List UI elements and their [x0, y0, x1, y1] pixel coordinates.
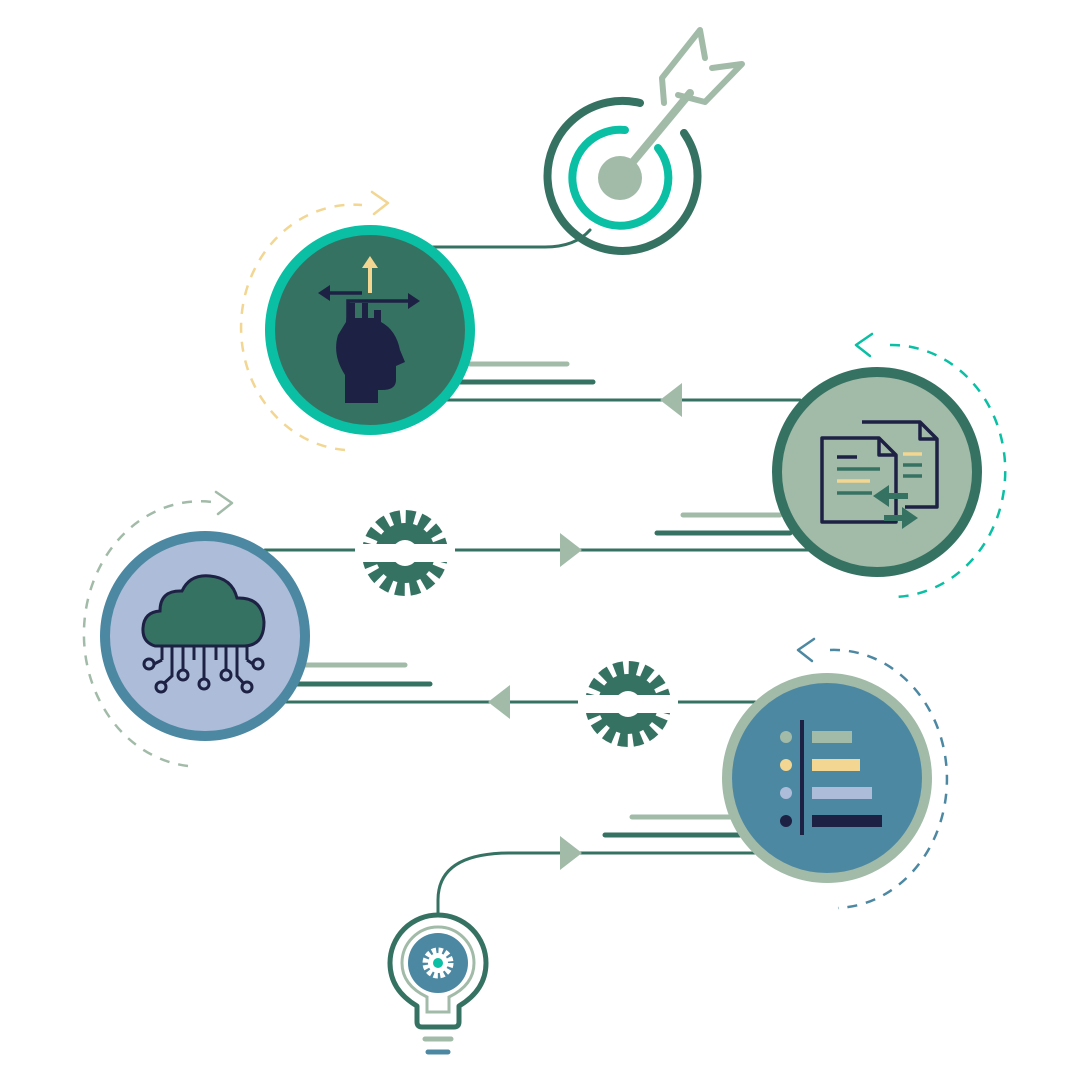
documents-exchange-icon	[820, 420, 939, 524]
milestone-decision	[265, 225, 475, 435]
arrow-up-icon	[362, 256, 378, 293]
arrow-left-icon	[660, 383, 682, 417]
milestone-documents	[772, 367, 982, 577]
decision-head-icon	[318, 285, 420, 403]
lightbulb-gear-icon	[387, 912, 489, 1055]
orbit-chevrons	[214, 190, 874, 663]
arrowheads	[488, 383, 682, 870]
arrow-right-icon	[560, 533, 582, 567]
exchange-arrows-icon	[873, 485, 918, 529]
arrow-left-icon	[488, 685, 510, 719]
milestone-cloud	[100, 531, 310, 741]
gear-icon	[422, 947, 454, 979]
arrow-right-icon	[560, 836, 582, 870]
milestone-bars	[722, 673, 932, 883]
dashed-orbits	[82, 203, 1007, 910]
cloud-network-icon	[141, 574, 266, 694]
bar-list-icon	[780, 720, 882, 835]
gear-icon	[355, 510, 455, 596]
target-arrow-icon	[543, 27, 745, 255]
gear-icon	[578, 661, 678, 747]
